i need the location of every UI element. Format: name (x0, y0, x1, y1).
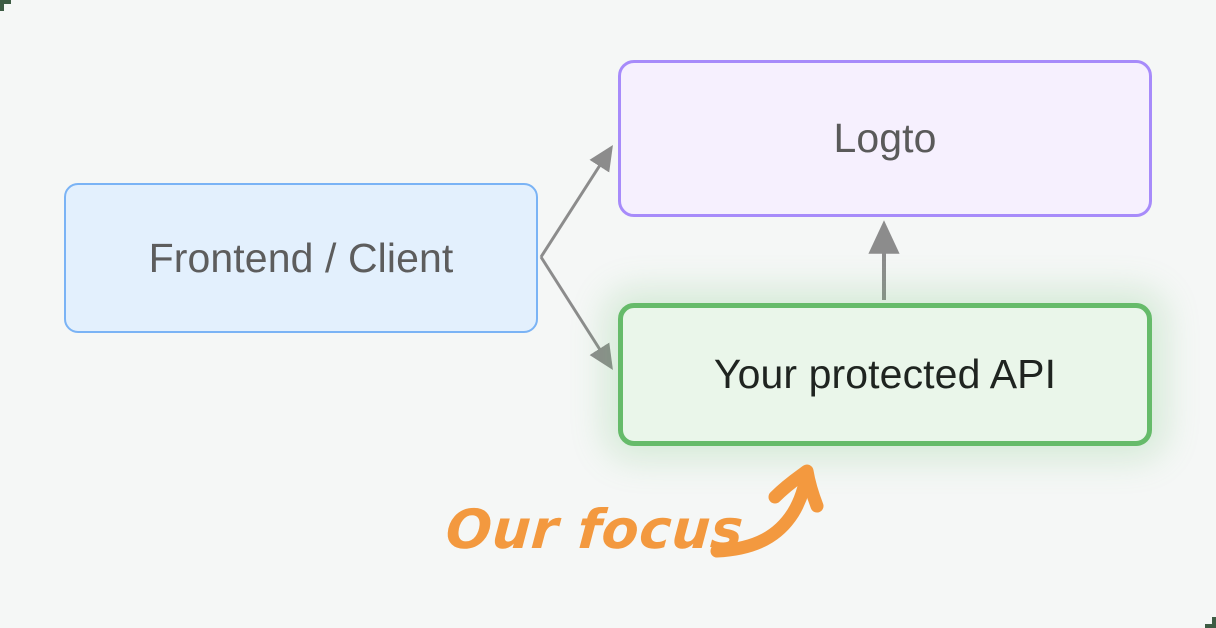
node-protected-api-label: Your protected API (713, 351, 1057, 397)
node-protected-api[interactable]: Your protected API (618, 303, 1152, 446)
node-logto[interactable]: Logto (618, 60, 1152, 217)
corner-mark-bottom-right (1205, 617, 1216, 628)
our-focus-annotation-label: Our focus (443, 498, 746, 561)
node-frontend-client-label: Frontend / Client (148, 234, 454, 281)
edge-frontend-to-logto (539, 144, 613, 258)
node-frontend-client[interactable]: Frontend / Client (64, 183, 538, 333)
corner-mark-top-left (0, 0, 11, 11)
node-logto-label: Logto (833, 115, 937, 161)
edge-frontend-to-api (539, 256, 613, 371)
